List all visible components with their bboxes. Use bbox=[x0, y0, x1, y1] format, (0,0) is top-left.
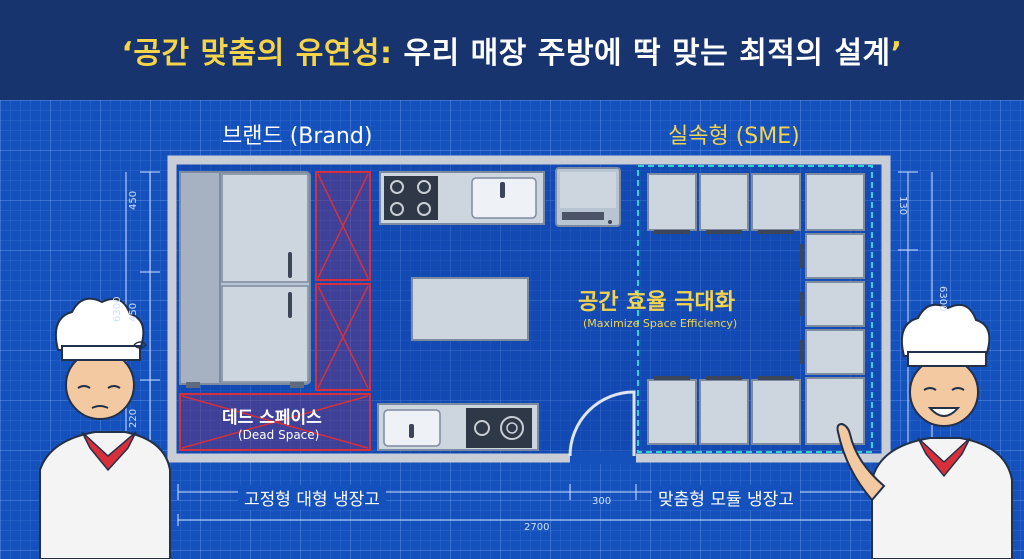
sme-label: 실속형 (SME) bbox=[668, 124, 800, 149]
center-subheading: (Maximize Space Efficiency) bbox=[583, 317, 738, 330]
oven-unit bbox=[555, 167, 621, 227]
dim-left-total: 6300 bbox=[112, 296, 123, 322]
center-heading: 공간 효율 극대화 bbox=[578, 290, 735, 315]
sink-stove-counter bbox=[377, 403, 539, 451]
prep-island bbox=[411, 277, 529, 341]
door-swing bbox=[568, 390, 636, 457]
dim-left-top: 450 bbox=[128, 190, 139, 210]
dim-left-mid: 450 bbox=[128, 302, 139, 322]
title-close-quote: ’ bbox=[890, 36, 903, 71]
stove-sink-counter bbox=[379, 171, 545, 225]
modular-fridge-top-row bbox=[647, 173, 865, 234]
dim-bottom-total: 2700 bbox=[524, 522, 550, 533]
dead-space-bottom bbox=[179, 393, 371, 451]
door-gap bbox=[570, 452, 636, 464]
fixed-fridge-label: 고정형 대형 냉장고 bbox=[238, 485, 386, 510]
worried-chef-illustration bbox=[39, 297, 171, 559]
smiling-chef-illustration bbox=[836, 303, 1013, 559]
custom-fridge-label: 맞춤형 모듈 냉장고 bbox=[652, 485, 800, 510]
dead-space-label: 데드 스페이스 bbox=[222, 408, 322, 428]
modular-fridge-side-column bbox=[800, 233, 865, 375]
dim-left-bottom: 220 bbox=[128, 408, 139, 428]
dead-space-sublabel: (Dead Space) bbox=[238, 428, 320, 442]
modular-fridge-bottom-row bbox=[647, 376, 865, 445]
page-title: ‘공간 맞춤의 유연성: 우리 매장 주방에 딱 맞는 최적의 설계’ bbox=[121, 28, 902, 72]
fixed-large-fridge bbox=[179, 171, 311, 388]
dim-right-top: 130 bbox=[897, 196, 908, 216]
title-highlight: 공간 맞춤의 유연성: bbox=[133, 36, 393, 71]
title-bar: ‘공간 맞춤의 유연성: 우리 매장 주방에 딱 맞는 최적의 설계’ bbox=[0, 0, 1024, 100]
title-rest: 우리 매장 주방에 딱 맞는 최적의 설계 bbox=[392, 36, 891, 71]
brand-label: 브랜드 (Brand) bbox=[222, 124, 373, 149]
dim-right-total: 6300 bbox=[937, 286, 948, 312]
dim-bottom-gap: 300 bbox=[592, 496, 612, 507]
dead-space-column bbox=[315, 171, 371, 391]
title-open-quote: ‘ bbox=[121, 36, 134, 71]
